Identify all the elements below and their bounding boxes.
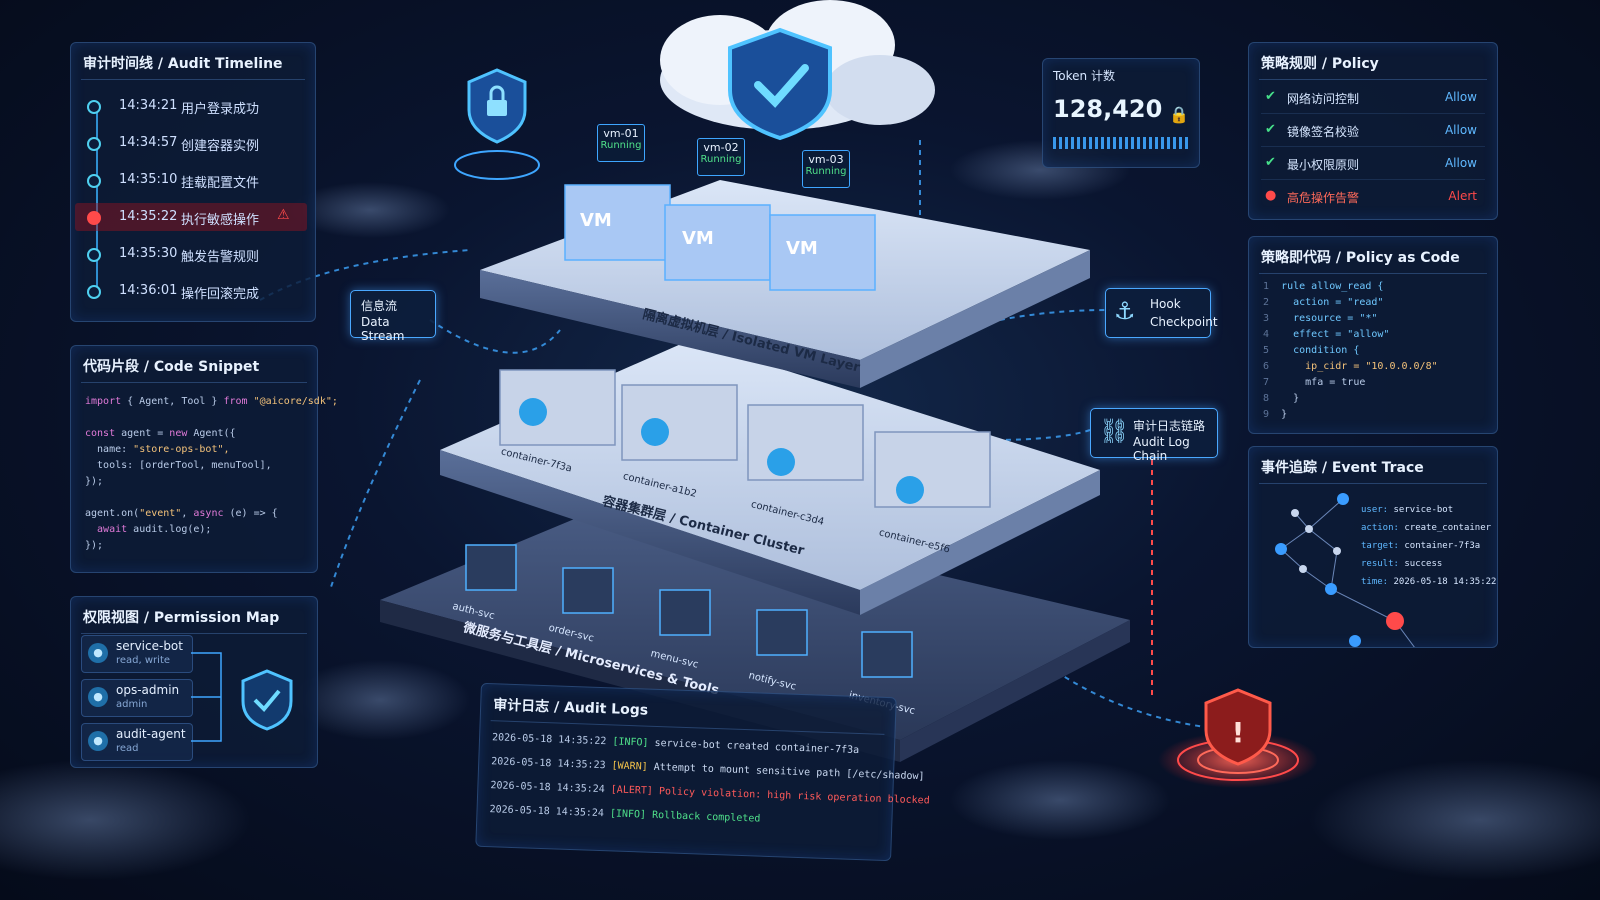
vm-tag: vm-03 Running <box>802 150 850 188</box>
token-label: Token 计数 <box>1053 69 1115 83</box>
link-icon: ⛓ <box>1099 417 1130 445</box>
timeline-alert-highlight <box>75 203 307 231</box>
alert-icon: ● <box>1265 188 1277 203</box>
vm-name: vm-03 <box>808 153 844 166</box>
panel-title: 事件追踪 / Event Trace <box>1261 460 1424 476</box>
event-trace-panel: 事件追踪 / Event Trace user: service-bot act… <box>1248 446 1498 648</box>
vm-status: Running <box>700 154 742 165</box>
shield-check-icon <box>728 27 832 141</box>
code-line: agent.on("event", async (e) => { <box>85 508 278 519</box>
code-line: 6 ip_cidr = "10.0.0.0/8" <box>1263 361 1438 372</box>
panel-title: 策略即代码 / Policy as Code <box>1261 250 1460 266</box>
alert-shield-icon <box>1204 688 1272 766</box>
log-row[interactable]: 2026-05-18 14:35:23 [WARN] Attempt to mo… <box>491 756 925 783</box>
code-line: import { Agent, Tool } from "@aicore/sdk… <box>85 396 338 407</box>
audit-chain-zh: 审计日志链路 <box>1133 419 1206 433</box>
code-line: 2 action = "read" <box>1263 297 1384 308</box>
panel-title: 策略规则 / Policy <box>1261 56 1379 72</box>
check-icon: ✔ <box>1265 89 1276 104</box>
panel-title: 审计时间线 / Audit Timeline <box>83 56 283 72</box>
vm-status: Running <box>805 166 847 177</box>
token-progress-bar <box>1053 137 1189 149</box>
data-stream-en: Data Stream <box>361 315 405 343</box>
code-line: 4 effect = "allow" <box>1263 329 1390 340</box>
trace-field: user: service-bot <box>1361 505 1454 515</box>
permission-connector <box>191 652 222 742</box>
code-line: 5 condition { <box>1263 345 1360 356</box>
shield-check-icon <box>241 669 293 731</box>
token-counter-panel: Token 计数 128,420 🔒 <box>1042 58 1200 168</box>
check-icon: ✔ <box>1265 122 1276 137</box>
trace-field: time: 2026-05-18 14:35:22 <box>1361 577 1497 587</box>
panel-title: 权限视图 / Permission Map <box>83 610 280 626</box>
audit-logs-panel: 审计日志 / Audit Logs 2026-05-18 14:35:22 [I… <box>475 682 930 862</box>
panel-title: 代码片段 / Code Snippet <box>83 359 260 375</box>
vm-tag: vm-01 Running <box>597 124 645 162</box>
code-line: }); <box>85 476 104 487</box>
code-line: name: "store-ops-bot", <box>85 444 230 455</box>
vm-name: vm-02 <box>703 141 739 154</box>
vm-cube-label: VM <box>786 238 818 259</box>
check-icon: ✔ <box>1265 155 1276 170</box>
vm-tag: vm-02 Running <box>697 138 745 176</box>
log-row[interactable]: 2026-05-18 14:35:22 [INFO] service-bot c… <box>491 732 860 757</box>
trace-field: action: create_container <box>1361 523 1492 533</box>
vm-cube-label: VM <box>580 210 612 231</box>
vm-cube <box>564 184 876 291</box>
svg-text:!: ! <box>1232 716 1245 749</box>
code-line: const agent = new Agent({ <box>85 428 236 439</box>
log-row-alert[interactable]: 2026-05-18 14:35:24 [ALERT] Policy viola… <box>490 780 930 807</box>
warning-icon: ⚠ <box>277 207 290 223</box>
audit-chain-en: Audit Log Chain <box>1133 435 1190 463</box>
code-snippet-panel: 代码片段 / Code Snippet import { Agent, Tool… <box>70 345 338 573</box>
code-line: 7 mfa = true <box>1263 377 1366 388</box>
code-line: 1 rule allow_read { <box>1263 281 1384 292</box>
user-icon: ● <box>88 643 108 663</box>
hook-label: Hook <box>1150 297 1181 311</box>
user-icon: ● <box>88 687 108 707</box>
hook-checkpoint-callout: ⚓ Hook Checkpoint <box>1105 288 1218 338</box>
token-value: 128,420 <box>1053 95 1163 123</box>
timeline-track <box>96 105 98 291</box>
code-line: 3 resource = "*" <box>1263 313 1378 324</box>
user-icon: ● <box>88 731 108 751</box>
code-line: 8 } <box>1263 393 1300 404</box>
data-stream-callout: 信息流 Data Stream <box>350 290 436 343</box>
trace-field: target: container-7f3a <box>1361 541 1481 551</box>
log-row[interactable]: 2026-05-18 14:35:24 [INFO] Rollback comp… <box>489 804 761 825</box>
code-line: await audit.log(e); <box>85 524 212 535</box>
vm-status: Running <box>600 140 642 151</box>
audit-log-chain-callout: ⛓ 审计日志链路 Audit Log Chain <box>1090 408 1218 463</box>
code-line: tools: [orderTool, menuTool], <box>85 460 272 471</box>
trace-graph <box>1275 493 1415 647</box>
hook-sublabel: Checkpoint <box>1150 315 1218 329</box>
code-line: }); <box>85 540 104 551</box>
hook-icon: ⚓ <box>1114 297 1136 325</box>
trace-field: result: success <box>1361 559 1443 569</box>
policy-code-panel: 策略即代码 / Policy as Code 1 rule allow_read… <box>1248 236 1498 434</box>
vm-name: vm-01 <box>603 127 639 140</box>
code-line: 9 } <box>1263 409 1288 420</box>
panel-title: 审计日志 / Audit Logs <box>492 697 649 719</box>
lock-icon: 🔒 <box>1169 105 1189 124</box>
vm-cube-label: VM <box>682 228 714 249</box>
data-stream-zh: 信息流 <box>361 299 398 313</box>
